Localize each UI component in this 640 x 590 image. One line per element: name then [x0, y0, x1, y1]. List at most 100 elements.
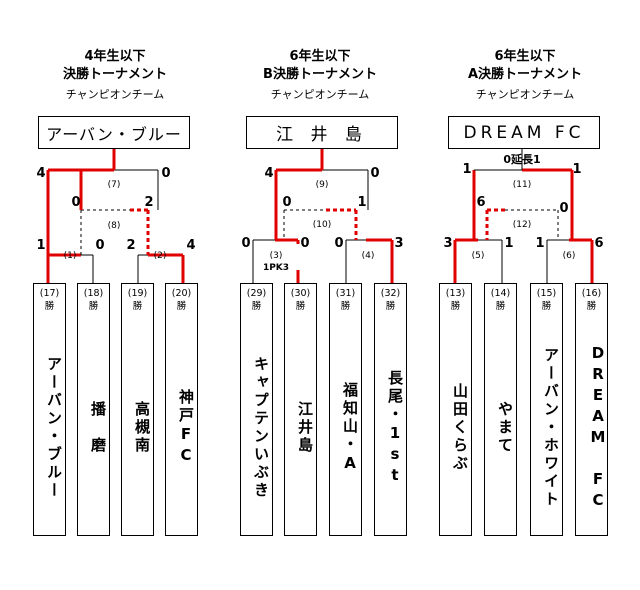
match-id: (7): [108, 180, 121, 190]
team-box: (17) 勝 アーバン・ブルー: [33, 283, 66, 536]
match-id: (1): [64, 251, 77, 261]
score: 2: [144, 195, 153, 210]
match-id: (3): [270, 251, 283, 261]
champion-label: チャンピオンチーム: [475, 88, 575, 101]
score: 4: [36, 166, 45, 181]
seed-number: (16): [581, 288, 602, 299]
match-id: (10): [313, 220, 331, 230]
score: 0: [370, 166, 379, 181]
match-id: (6): [563, 251, 576, 261]
seed-number: (18): [83, 288, 104, 299]
score: 0: [559, 201, 568, 216]
win-label: 勝: [132, 301, 143, 312]
team-box: (31) 勝 福知山・A: [329, 283, 362, 536]
win-label: 勝: [340, 301, 351, 312]
score: 0: [334, 236, 343, 251]
score: 1: [462, 162, 471, 177]
team-name: アーバン・ブルー: [45, 356, 63, 500]
win-label: 勝: [586, 301, 597, 312]
seed-number: (17): [39, 288, 60, 299]
score: 6: [594, 236, 603, 251]
score: 1: [572, 162, 581, 177]
team-name: 播 磨: [89, 401, 107, 455]
score: 0: [95, 238, 104, 253]
score: 0: [282, 195, 291, 210]
team-box: (14) 勝 やまて: [484, 283, 517, 536]
team-name: 高槻南: [133, 401, 151, 455]
win-label: 勝: [176, 301, 187, 312]
match-id: (4): [362, 251, 375, 261]
score: 1: [357, 195, 366, 210]
team-box: (13) 勝 山田くらぶ: [439, 283, 472, 536]
score: 0: [161, 166, 170, 181]
score: 0: [300, 236, 309, 251]
win-label: 勝: [495, 301, 506, 312]
bracket-header-1: 4年生以下 決勝トーナメント チャンピオンチーム: [10, 48, 220, 104]
score: 0: [71, 195, 80, 210]
team-box: (30) 勝 江井島: [284, 283, 317, 536]
bracket-title: B決勝トーナメント: [263, 67, 377, 82]
team-name: 長尾・1st: [386, 369, 404, 487]
match-id: (11): [513, 180, 531, 190]
bracket-title-grade: 6年生以下: [494, 49, 556, 64]
seed-number: (20): [171, 288, 192, 299]
score: 3: [394, 236, 403, 251]
score: 0: [241, 236, 250, 251]
win-label: 勝: [295, 301, 306, 312]
score: 2: [126, 238, 135, 253]
team-box: (19) 勝 高槻南: [121, 283, 154, 536]
team-box: (15) 勝 アーバン・ホワイト: [530, 283, 563, 536]
match-id: (9): [316, 180, 329, 190]
seed-number: (30): [290, 288, 311, 299]
seed-number: (15): [536, 288, 557, 299]
team-name: DREAM FC: [589, 344, 607, 512]
champion-box: DREAM FC: [448, 116, 600, 149]
champion-box: 江 井 島: [246, 116, 398, 149]
score: 1: [36, 238, 45, 253]
champion-label: チャンピオンチーム: [65, 88, 165, 101]
seed-number: (13): [445, 288, 466, 299]
win-label: 勝: [251, 301, 262, 312]
team-name: やまて: [496, 401, 514, 455]
seed-number: (19): [127, 288, 148, 299]
champion-box: アーバン・ブルー: [38, 116, 190, 149]
match-id: (12): [513, 220, 531, 230]
team-name: 神戸FC: [177, 389, 195, 467]
seed-number: (31): [335, 288, 356, 299]
win-label: 勝: [541, 301, 552, 312]
bracket-title: 決勝トーナメント: [62, 67, 167, 82]
extra-time-note: 0延長1: [503, 152, 540, 166]
win-label: 勝: [44, 301, 55, 312]
bracket-title-grade: 6年生以下: [289, 49, 351, 64]
win-label: 勝: [385, 301, 396, 312]
team-name: 江井島: [296, 401, 314, 455]
match-id: (8): [108, 221, 121, 231]
score: 6: [476, 195, 485, 210]
seed-number: (14): [490, 288, 511, 299]
team-name: 福知山・A: [341, 381, 359, 475]
bracket-title-grade: 4年生以下: [84, 49, 146, 64]
seed-number: (29): [246, 288, 267, 299]
bracket-header-2: 6年生以下 B決勝トーナメント チャンピオンチーム: [215, 48, 425, 104]
team-box: (20) 勝 神戸FC: [165, 283, 198, 536]
score: 4: [186, 238, 195, 253]
pk-note: 1PK3: [263, 263, 289, 273]
champion-label: チャンピオンチーム: [270, 88, 370, 101]
match-id: (5): [472, 251, 485, 261]
win-label: 勝: [88, 301, 99, 312]
seed-number: (32): [380, 288, 401, 299]
score: 1: [504, 236, 513, 251]
team-name: 山田くらぶ: [451, 383, 469, 473]
team-box: (29) 勝 キャプテンいぶき: [240, 283, 273, 536]
bracket-title: A決勝トーナメント: [467, 67, 583, 82]
match-id: (2): [154, 251, 167, 261]
team-name: キャプテンいぶき: [252, 356, 270, 500]
win-label: 勝: [450, 301, 461, 312]
bracket-header-3: 6年生以下 A決勝トーナメント チャンピオンチーム: [420, 48, 630, 104]
team-box: (32) 勝 長尾・1st: [374, 283, 407, 536]
team-name: アーバン・ホワイト: [542, 347, 560, 509]
score: 4: [264, 166, 273, 181]
score: 1: [535, 236, 544, 251]
score: 3: [443, 236, 452, 251]
